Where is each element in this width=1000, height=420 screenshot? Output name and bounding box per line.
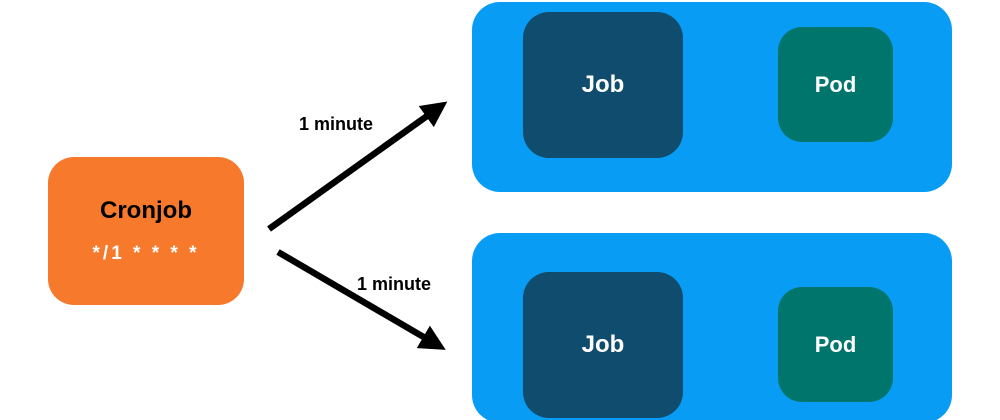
pod-label-bottom: Pod — [814, 331, 857, 357]
arrow-cronjob-to-bottom-group — [276, 249, 446, 350]
cronjob-schedule: */1 * * * * — [92, 243, 200, 264]
cronjob-label: Cronjob — [100, 197, 192, 224]
pod-label-top: Pod — [814, 71, 857, 97]
pod-node-bottom: Pod — [778, 287, 893, 402]
cronjob-node: Cronjob */1 * * * * — [48, 157, 244, 305]
pod-node-top: Pod — [778, 27, 893, 142]
edge-label-bottom: 1 minute — [357, 274, 432, 294]
run-group-top: Job Pod — [472, 2, 952, 192]
job-node-top: Job — [523, 12, 683, 158]
job-label-top: Job — [581, 71, 625, 98]
edge-label-top: 1 minute — [299, 114, 374, 134]
job-node-bottom: Job — [523, 272, 683, 418]
run-group-bottom: Job Pod — [472, 233, 952, 420]
job-label-bottom: Job — [581, 331, 625, 358]
